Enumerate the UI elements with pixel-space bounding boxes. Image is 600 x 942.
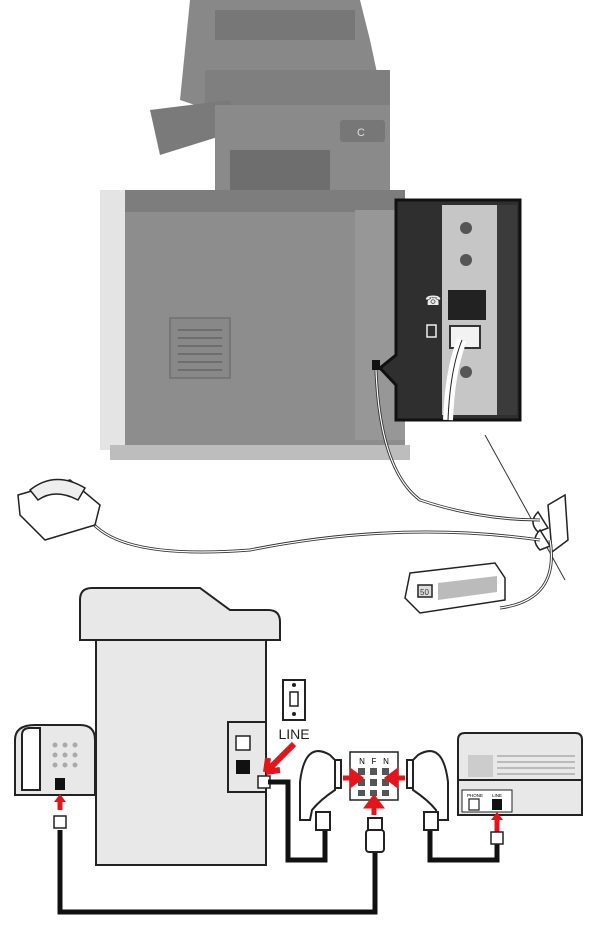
answering-machine-line-port-label: LINE	[492, 793, 502, 798]
vent-grille	[169, 317, 231, 379]
arrow-to-telephone	[54, 794, 66, 802]
arrow-to-line-port	[263, 741, 297, 775]
answering-machine-phone-port-label: PHONE	[467, 793, 483, 798]
splitter-port-n1: N	[359, 757, 365, 766]
printer-illustration: C ☎	[100, 0, 566, 581]
answering-machine-top: 50	[404, 562, 506, 614]
telephone	[14, 724, 96, 796]
wall-jack: LINE	[278, 679, 310, 742]
printer-line-port-schematic	[236, 760, 250, 774]
splitter-plug-right	[406, 750, 449, 831]
printer-line-port	[372, 360, 380, 370]
port-callout: ☎	[377, 198, 522, 422]
splitter-port-n2: N	[383, 757, 389, 766]
splitter-plug-bottom	[365, 817, 385, 853]
arrow-to-answering-machine-line	[491, 812, 503, 820]
answering-machine-display-top: 50	[420, 588, 429, 597]
splitter-port-f: F	[372, 757, 377, 766]
phone-port-icon: ☎	[425, 293, 441, 308]
printer-ext-port	[235, 735, 251, 751]
splitter-arrows	[343, 767, 405, 815]
printer-schematic	[79, 587, 281, 866]
answering-machine: PHONE LINE	[457, 732, 583, 816]
telephone-top	[17, 478, 101, 541]
splitter-plug-left	[299, 750, 342, 831]
wall-outlet-top	[532, 493, 569, 554]
printer-button-label: C	[357, 127, 365, 139]
wall-jack-label: LINE	[278, 726, 309, 742]
printer-panel-button	[340, 120, 385, 142]
line-port-icon	[426, 324, 437, 338]
